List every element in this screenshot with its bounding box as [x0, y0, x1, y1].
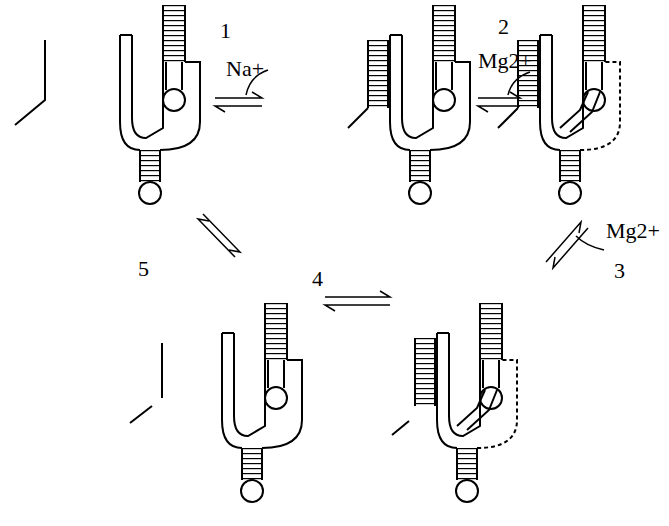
callout-label: 2 [498, 16, 509, 38]
callout-label: 1 [220, 20, 231, 42]
callout-label: 4 [312, 268, 323, 290]
callout-label: 5 [138, 258, 149, 280]
callout-label: Mg2+ [478, 50, 532, 72]
callout-label: 3 [614, 260, 625, 282]
callout-label: Mg2+ [606, 220, 660, 242]
callout-label: Na+ [226, 58, 264, 80]
